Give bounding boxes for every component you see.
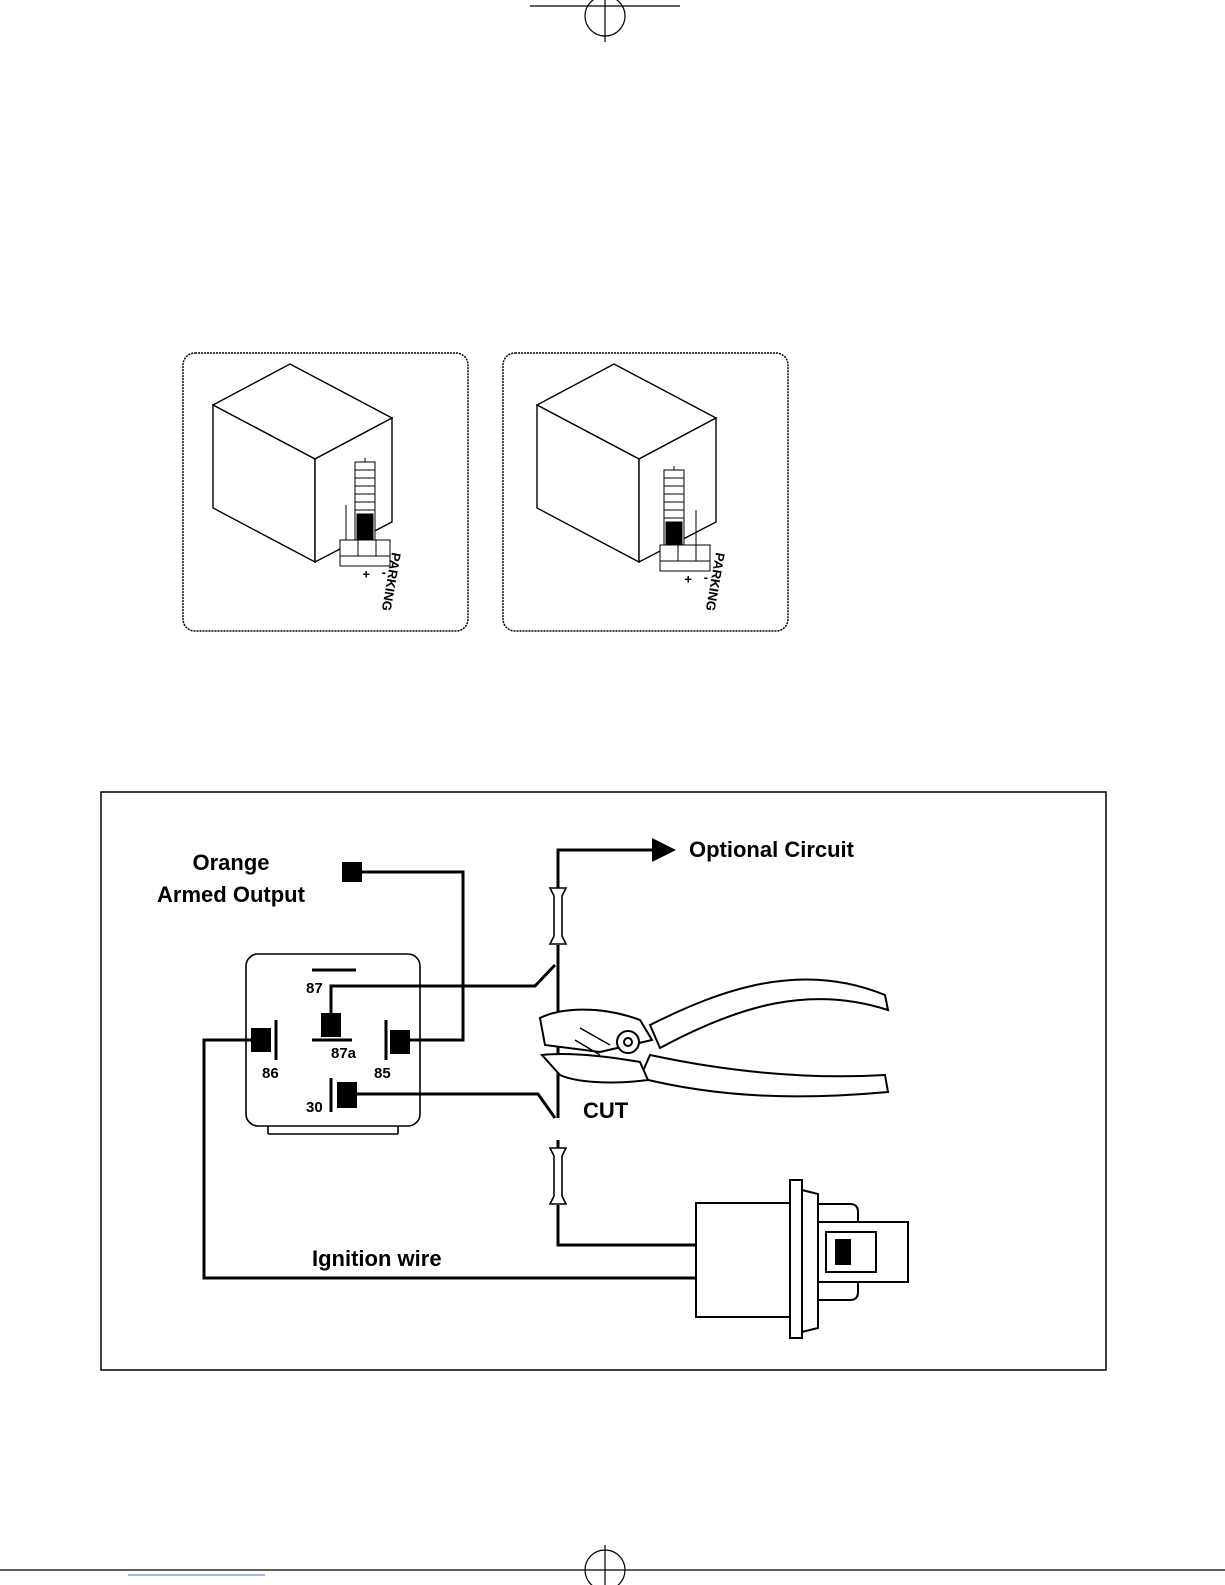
optional-circuit-arrow: [652, 838, 676, 862]
orange-output-terminal: [342, 862, 362, 882]
relay-pin-30: [337, 1082, 357, 1108]
fuse-holder-upper: [550, 888, 566, 944]
top-registration-mark: [530, 0, 680, 42]
pin-label-87a: 87a: [331, 1045, 357, 1062]
pin-label-30: 30: [306, 1099, 323, 1116]
polarity-plus-right: +: [684, 572, 692, 587]
wire-87: [331, 965, 555, 1013]
polarity-plus-left: +: [362, 567, 370, 582]
pin-label-87: 87: [306, 980, 323, 997]
orange-label: Orange: [192, 850, 269, 875]
pin-label-85: 85: [374, 1065, 391, 1082]
relay-cube-right: [537, 364, 716, 562]
relay-panel-right: + - PARKING: [503, 353, 788, 631]
relay-pin-85: [390, 1030, 410, 1054]
pliers-icon: [540, 979, 888, 1096]
wiring-diagram: Orange Armed Output 87 87a 86 85 30: [101, 792, 1106, 1370]
fuse-holder-lower: [550, 1148, 566, 1204]
cut-label: CUT: [583, 1098, 629, 1123]
relay-pin-87: [321, 1013, 341, 1037]
ignition-wire-label: Ignition wire: [312, 1246, 442, 1271]
wire-30: [357, 1094, 555, 1118]
armed-output-label: Armed Output: [157, 882, 306, 907]
orange-wire: [362, 872, 463, 1040]
relay-panel-left: + - PARKING: [183, 353, 468, 631]
pin-label-86: 86: [262, 1065, 279, 1082]
relay-pin-86: [251, 1028, 271, 1052]
bottom-registration-mark: [0, 1545, 1225, 1585]
optional-circuit-label: Optional Circuit: [689, 837, 855, 862]
ignition-switch-icon: [696, 1180, 908, 1338]
